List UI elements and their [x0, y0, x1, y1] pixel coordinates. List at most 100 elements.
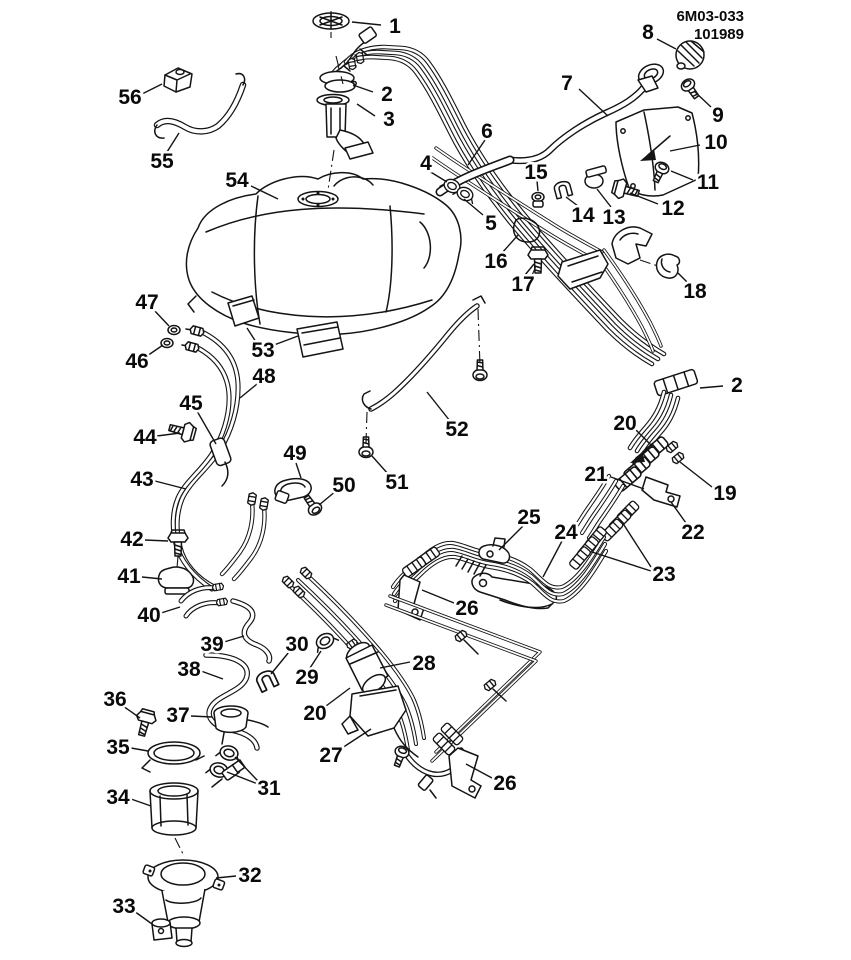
- filler-pipe-art: [440, 63, 665, 205]
- callout-35: 35: [106, 736, 130, 759]
- leader-line-23: [623, 524, 652, 568]
- leader-line-28: [379, 661, 411, 669]
- leader-line-31: [234, 756, 259, 782]
- callout-27: 27: [319, 744, 342, 767]
- callout-3: 3: [383, 108, 395, 131]
- figure-id: 6M03-033: [676, 8, 744, 25]
- pump-pipes-art: [253, 565, 507, 752]
- leader-line-55: [166, 132, 180, 153]
- centerline-art: [174, 11, 659, 857]
- leader-line-20: [635, 429, 653, 447]
- fuel-pipe-run-art: [393, 476, 641, 621]
- callout-26: 26: [455, 597, 478, 620]
- leader-line-11: [670, 170, 694, 181]
- callout-6: 6: [481, 120, 493, 143]
- sender-cup-art: [142, 859, 226, 948]
- callout-32: 32: [238, 864, 261, 887]
- callout-46: 46: [125, 350, 148, 373]
- callout-20: 20: [303, 702, 326, 725]
- loop-clip-art: [274, 477, 325, 519]
- callout-26: 26: [493, 772, 516, 795]
- leader-line-51: [371, 455, 390, 476]
- tank-strap-rear-art: [155, 72, 245, 139]
- leader-line-7: [578, 88, 609, 117]
- arrow-icon: [630, 452, 645, 463]
- leader-line-26: [465, 763, 493, 779]
- leader-line-56: [141, 83, 163, 95]
- leader-line-18: [677, 272, 689, 284]
- callout-38: 38: [177, 658, 201, 681]
- leader-line-33: [133, 910, 153, 925]
- figure-code: 101989: [694, 26, 744, 43]
- leader-line-44: [156, 432, 181, 437]
- callout-49: 49: [283, 442, 306, 465]
- callout-34: 34: [106, 786, 130, 809]
- callout-28: 28: [412, 652, 436, 675]
- callout-52: 52: [445, 418, 468, 441]
- leader-line-38: [200, 670, 224, 680]
- leader-line-19: [679, 461, 713, 488]
- callout-51: 51: [385, 471, 409, 494]
- callout-33: 33: [112, 895, 135, 918]
- callout-31: 31: [257, 777, 281, 800]
- callout-17: 17: [511, 273, 534, 296]
- callout-44: 44: [133, 426, 157, 449]
- leader-line-8: [656, 38, 677, 50]
- tank-strap-front-art: [358, 295, 488, 459]
- leader-line-35: [130, 747, 149, 752]
- callout-14: 14: [571, 204, 595, 227]
- callout-12: 12: [661, 197, 684, 220]
- callout-50: 50: [332, 474, 355, 497]
- callout-40: 40: [137, 604, 160, 627]
- callout-23: 23: [652, 563, 675, 586]
- callout-29: 29: [295, 666, 318, 689]
- callout-5: 5: [485, 212, 497, 235]
- callout-55: 55: [150, 150, 174, 173]
- callout-54: 54: [225, 169, 249, 192]
- fuel-tank-art: [185, 171, 462, 336]
- leader-line-26: [421, 589, 455, 604]
- fuel-filter-art: [149, 759, 246, 836]
- line-retainer-art: [653, 368, 699, 397]
- leader-line-27: [341, 728, 372, 749]
- callout-7: 7: [561, 72, 573, 95]
- callout-48: 48: [252, 365, 276, 388]
- callout-42: 42: [120, 528, 143, 551]
- callout-56: 56: [118, 86, 141, 109]
- callout-20: 20: [613, 412, 636, 435]
- pipe-hardware-art: [512, 165, 681, 290]
- callout-22: 22: [681, 521, 704, 544]
- left-tubes-art: [160, 324, 270, 589]
- leader-line-32: [215, 875, 237, 879]
- leader-line-49: [295, 462, 302, 479]
- leader-line-12: [629, 192, 659, 205]
- leader-line-10: [669, 144, 701, 152]
- arrow-icon: [640, 149, 656, 161]
- leader-line-4: [428, 170, 448, 183]
- leader-line-25: [498, 525, 524, 551]
- grommet-art: [151, 918, 173, 941]
- leader-line-43: [154, 480, 187, 490]
- leader-line-37: [190, 715, 213, 718]
- callout-16: 16: [484, 250, 507, 273]
- leader-line-54: [248, 184, 279, 200]
- leader-line-45: [196, 410, 217, 445]
- leader-line-22: [670, 501, 687, 524]
- callout-2: 2: [731, 374, 743, 397]
- leader-line-47: [152, 308, 170, 327]
- leader-line-53: [246, 327, 257, 343]
- callout-30: 30: [285, 633, 308, 656]
- leader-line-42: [144, 539, 169, 542]
- leader-line-6: [467, 139, 486, 166]
- callout-4: 4: [420, 152, 432, 175]
- tank-pad-art: [227, 295, 344, 358]
- leader-line-2: [352, 84, 374, 93]
- leader-line-16: [501, 234, 519, 254]
- callout-36: 36: [103, 688, 126, 711]
- leader-line-9: [693, 90, 712, 108]
- callout-10: 10: [704, 131, 727, 154]
